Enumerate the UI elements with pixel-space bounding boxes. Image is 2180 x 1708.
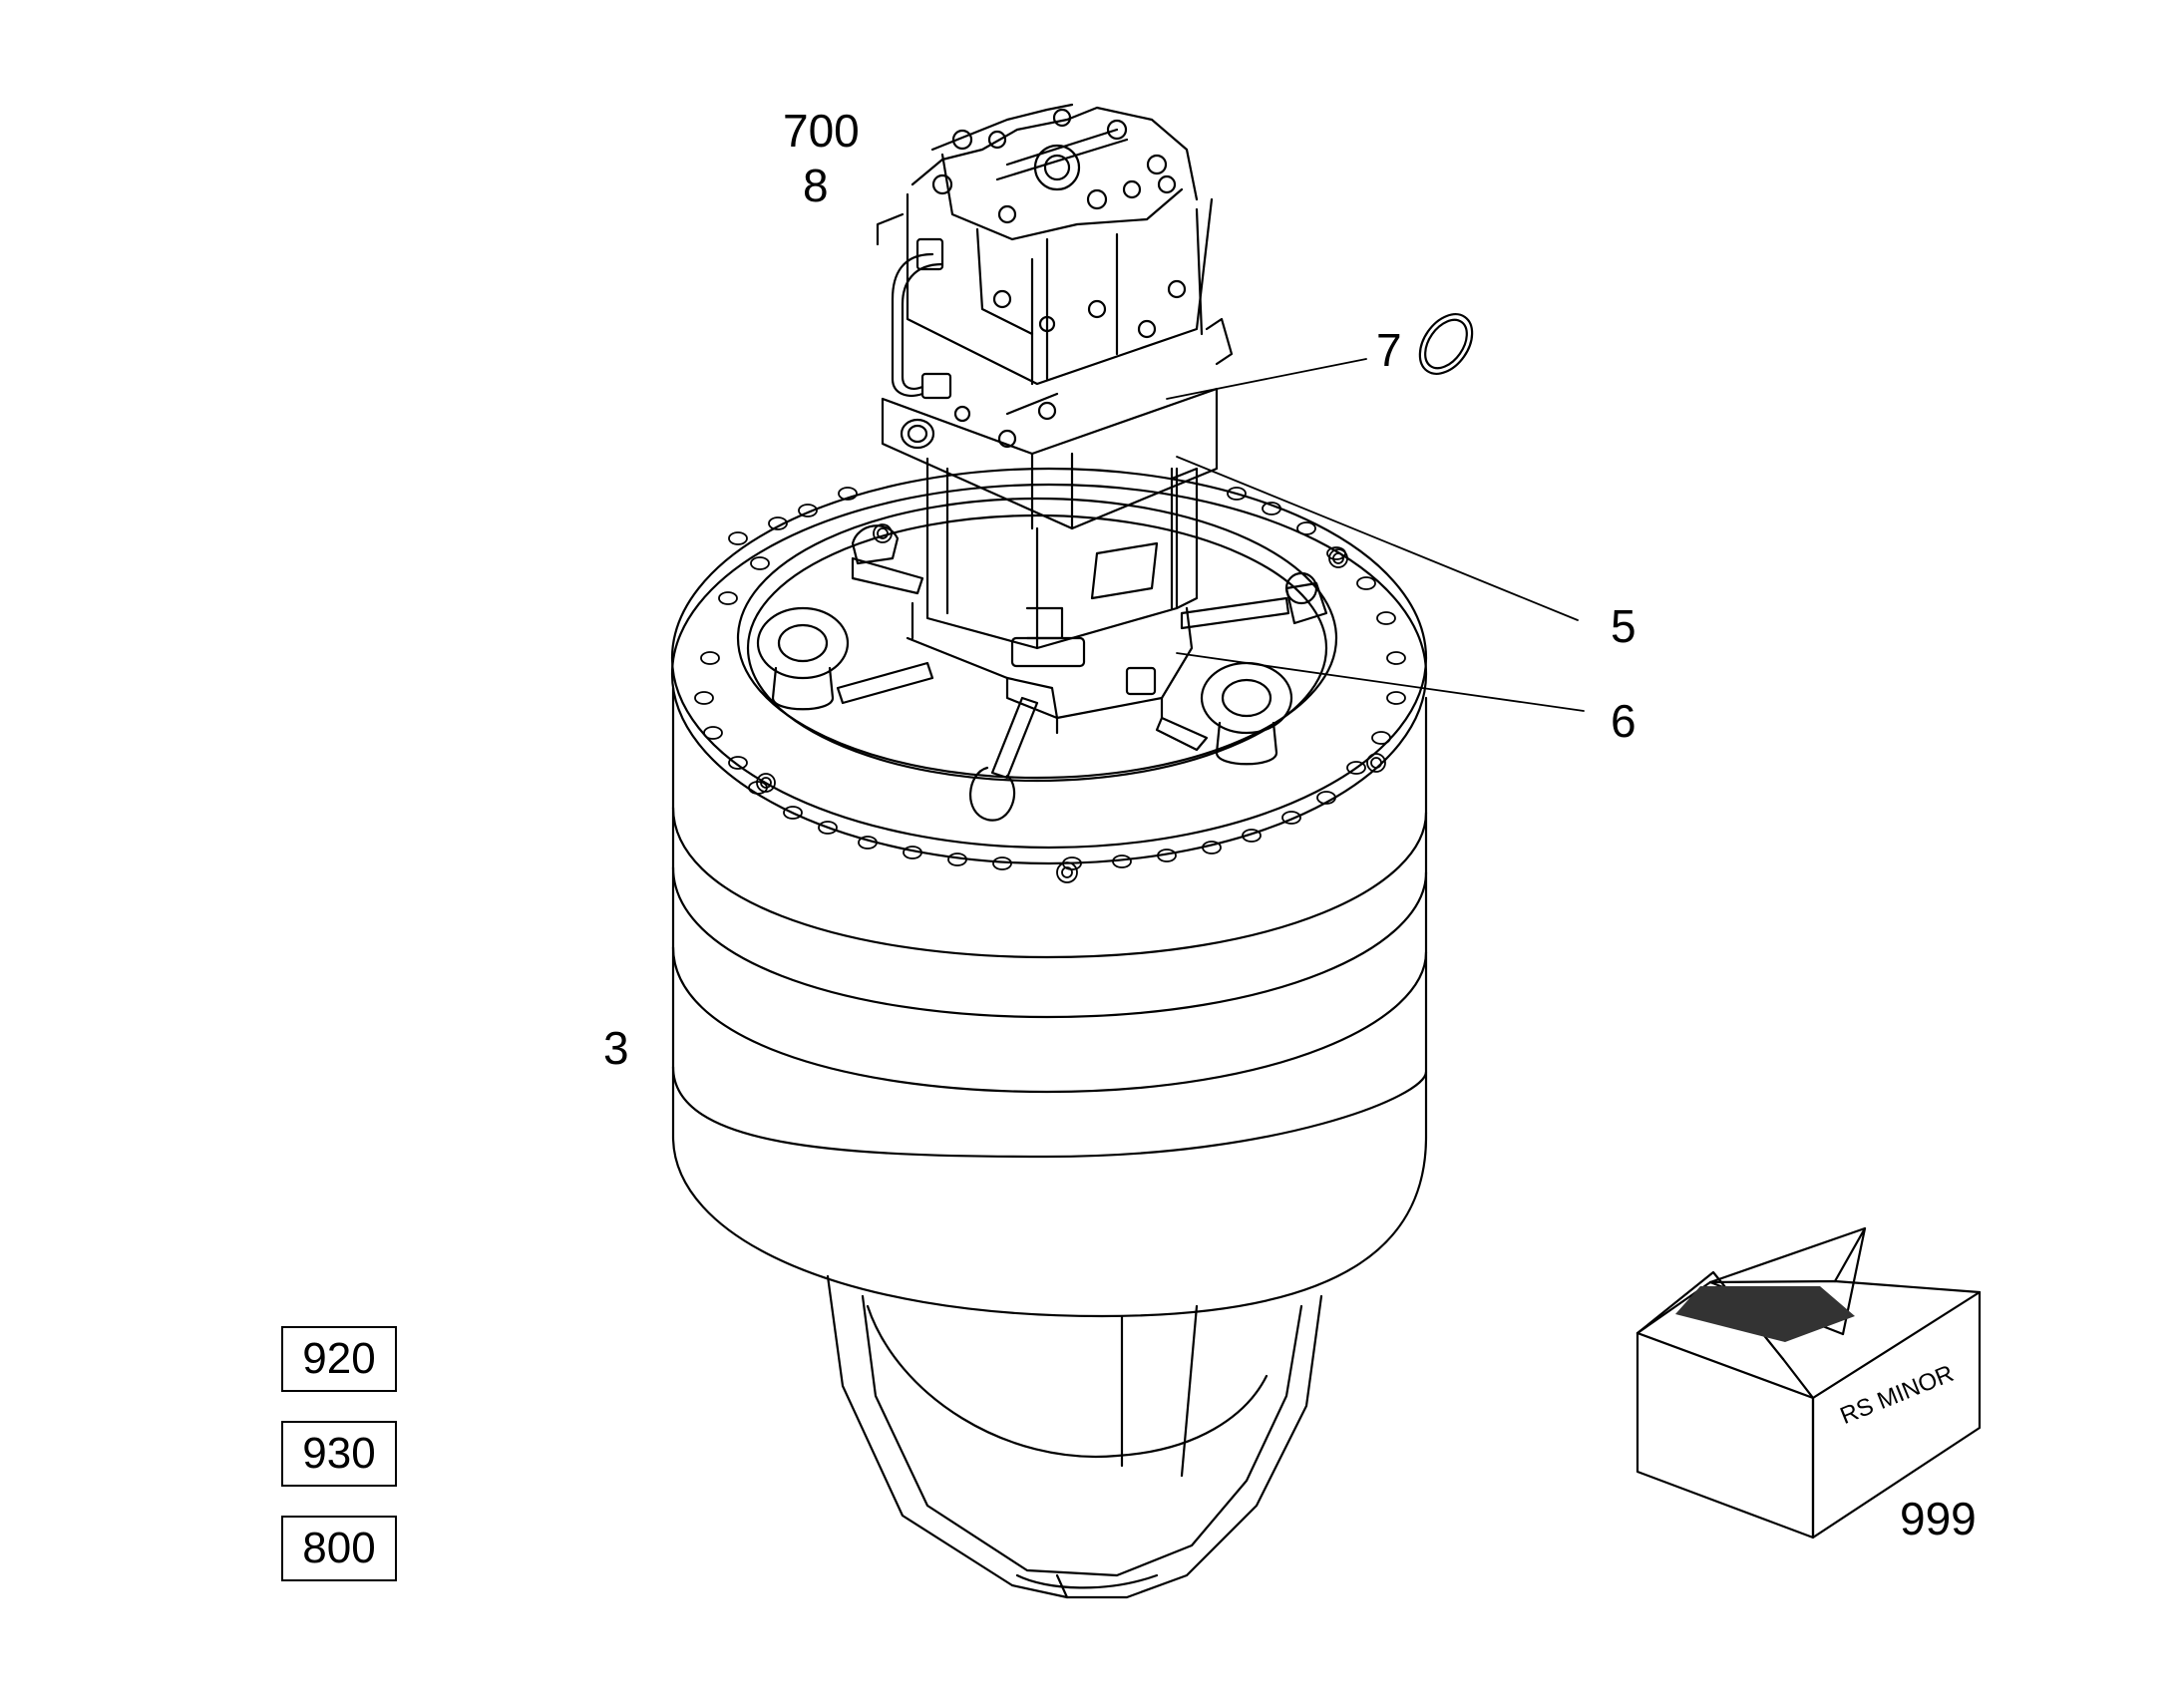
o-ring xyxy=(1418,313,1474,375)
leader-lines xyxy=(1166,358,1585,712)
boxed-ref-920: 920 xyxy=(281,1326,397,1392)
valve-block xyxy=(881,387,1219,530)
callout-700: 700 xyxy=(783,105,860,157)
flange-bolt-holes xyxy=(694,487,1406,883)
callout-6: 6 xyxy=(1611,695,1636,747)
motor-head xyxy=(876,103,1234,386)
spider-arms xyxy=(836,524,1328,822)
motor-column xyxy=(925,457,1199,650)
boxed-ref-800: 800 xyxy=(281,1516,397,1581)
top-flange xyxy=(670,467,1428,865)
callout-5: 5 xyxy=(1611,600,1636,652)
boxed-ref-930: 930 xyxy=(281,1421,397,1487)
lifting-eyes xyxy=(756,606,1293,766)
box-tape xyxy=(1675,1286,1855,1342)
lower-hub xyxy=(826,1274,1323,1599)
callout-7: 7 xyxy=(1376,324,1402,376)
callout-999: 999 xyxy=(1900,1493,1977,1544)
hydraulic-hose xyxy=(891,237,952,400)
center-block xyxy=(906,601,1194,735)
main-housing xyxy=(671,686,1428,1318)
callout-8: 8 xyxy=(803,160,829,211)
callout-3: 3 xyxy=(603,1022,629,1074)
